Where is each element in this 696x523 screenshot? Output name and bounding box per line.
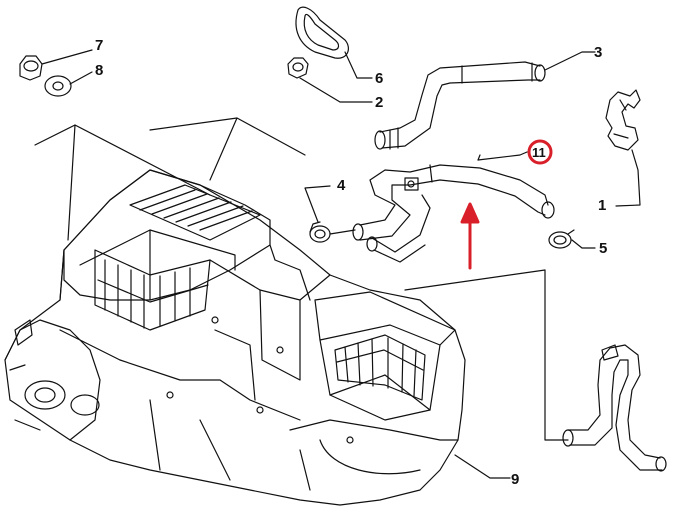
nut-part-2 bbox=[287, 57, 373, 103]
callout-11: 11 bbox=[532, 145, 546, 160]
gasket-part-6 bbox=[295, 6, 373, 79]
hose-part-11 bbox=[352, 154, 555, 263]
nut-part-8 bbox=[19, 49, 93, 81]
callout-5: 5 bbox=[599, 240, 607, 257]
hose-part-lower-right bbox=[562, 344, 667, 472]
clamp-part-4 bbox=[304, 185, 356, 243]
callout-7: 9 bbox=[511, 471, 519, 488]
callout-2: 2 bbox=[375, 94, 383, 111]
leader-line-11 bbox=[477, 151, 528, 161]
highlight-circle-11 bbox=[527, 139, 553, 165]
clip-part-1 bbox=[605, 89, 641, 207]
callout-6: 6 bbox=[375, 70, 383, 87]
callout-4: 4 bbox=[337, 177, 346, 194]
callout-8: 7 bbox=[95, 37, 103, 54]
callout-1: 1 bbox=[598, 197, 606, 214]
callout-9: 8 bbox=[95, 62, 103, 79]
hvac-heater-housing bbox=[4, 169, 466, 506]
callout-3: 3 bbox=[594, 44, 602, 61]
red-arrow bbox=[460, 202, 480, 270]
clamp-part-5 bbox=[548, 229, 596, 249]
washer-part-9 bbox=[44, 71, 93, 97]
assembly-leaders bbox=[404, 269, 569, 479]
leader-lines-housing bbox=[34, 117, 306, 241]
hose-part-3 bbox=[374, 51, 596, 150]
